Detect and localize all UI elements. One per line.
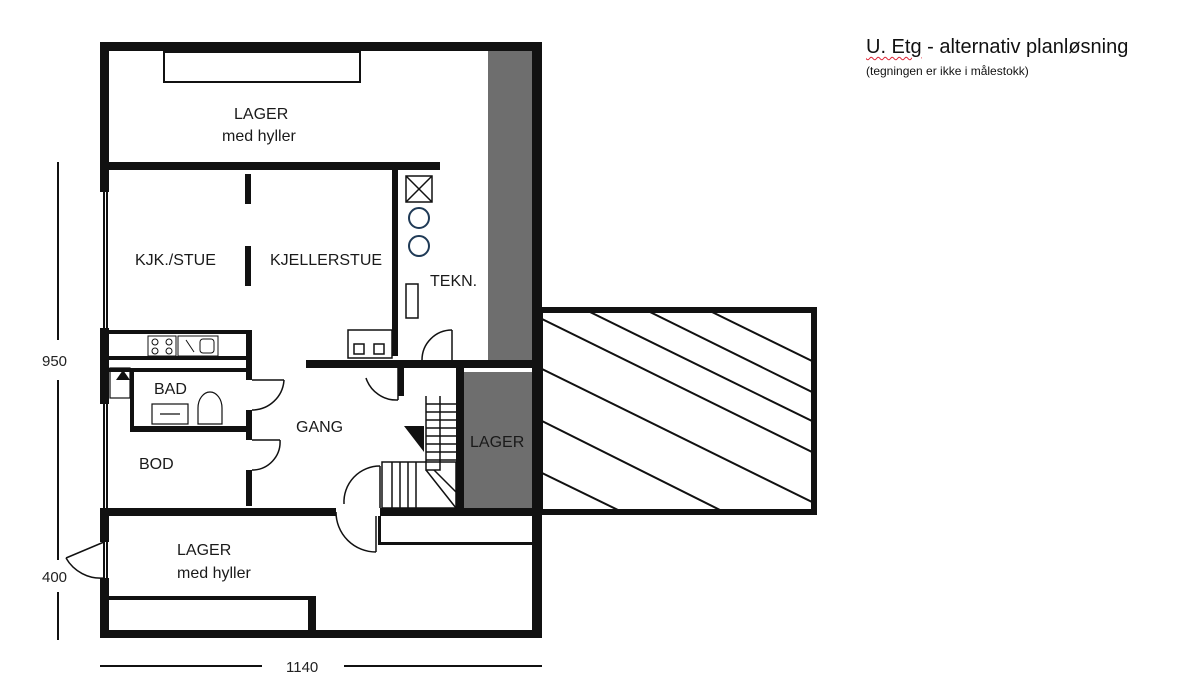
washer-dryer-icon xyxy=(347,329,393,359)
room-label-lager-mid: LAGER xyxy=(470,434,524,451)
room-label-lager-bottom: LAGER xyxy=(177,542,231,559)
walls xyxy=(100,42,542,638)
door-stairs[interactable] xyxy=(343,465,381,508)
kitchen-fixtures xyxy=(147,335,219,357)
electrical-panel-icon xyxy=(405,283,419,319)
door-tekn[interactable] xyxy=(421,329,453,361)
room-label-tekn: TEKN. xyxy=(430,273,477,290)
door-lager-bottom[interactable] xyxy=(335,511,377,553)
room-label-bod: BOD xyxy=(139,456,174,473)
door-bod[interactable] xyxy=(251,439,281,471)
bathroom-sink-icon xyxy=(151,403,189,425)
dimension-height-main: 950 xyxy=(42,353,67,370)
room-label-lager-bottom-sub: med hyller xyxy=(177,565,251,582)
room-label-lager-top: LAGER xyxy=(234,106,288,123)
plan-title: U. Etg - alternativ planløsning xyxy=(866,36,1128,59)
plan-title-prefix: U. Etg xyxy=(866,36,922,58)
room-label-bad: BAD xyxy=(154,381,187,398)
kitchen-sink-icon xyxy=(177,335,219,357)
toilet-icon xyxy=(197,391,223,425)
chimney-shaft xyxy=(488,50,532,360)
stove-icon xyxy=(147,335,177,357)
door-bad[interactable] xyxy=(251,379,285,411)
windows xyxy=(103,51,361,578)
bathroom-fixtures xyxy=(109,367,223,425)
door-exterior[interactable] xyxy=(65,541,105,579)
doors xyxy=(65,329,453,579)
dimension-width: 1140 xyxy=(286,659,318,676)
ventilation-unit-icon xyxy=(405,175,433,203)
shower-drain-icon xyxy=(116,370,130,380)
water-heater-icon-2 xyxy=(408,235,430,257)
tekn-fixtures xyxy=(347,175,433,359)
water-heater-icon xyxy=(408,207,430,229)
hatched-annex xyxy=(537,307,817,515)
dimension-lines xyxy=(57,162,542,667)
plan-title-rest: - alternativ planløsning xyxy=(921,36,1129,58)
room-label-kjk-stue: KJK./STUE xyxy=(135,252,216,269)
room-label-kjellerstue: KJELLERSTUE xyxy=(270,252,382,269)
lager-storage-fill xyxy=(464,372,532,510)
room-label-gang: GANG xyxy=(296,419,343,436)
staircase[interactable] xyxy=(381,396,457,509)
window-lager-top xyxy=(163,51,361,83)
room-label-lager-top-sub: med hyller xyxy=(222,128,296,145)
plan-subtitle: (tegningen er ikke i målestokk) xyxy=(866,64,1029,78)
stair-arrow-icon xyxy=(404,426,424,452)
dimension-height-lower: 400 xyxy=(42,569,67,586)
door-kjellerstue[interactable] xyxy=(365,368,399,401)
